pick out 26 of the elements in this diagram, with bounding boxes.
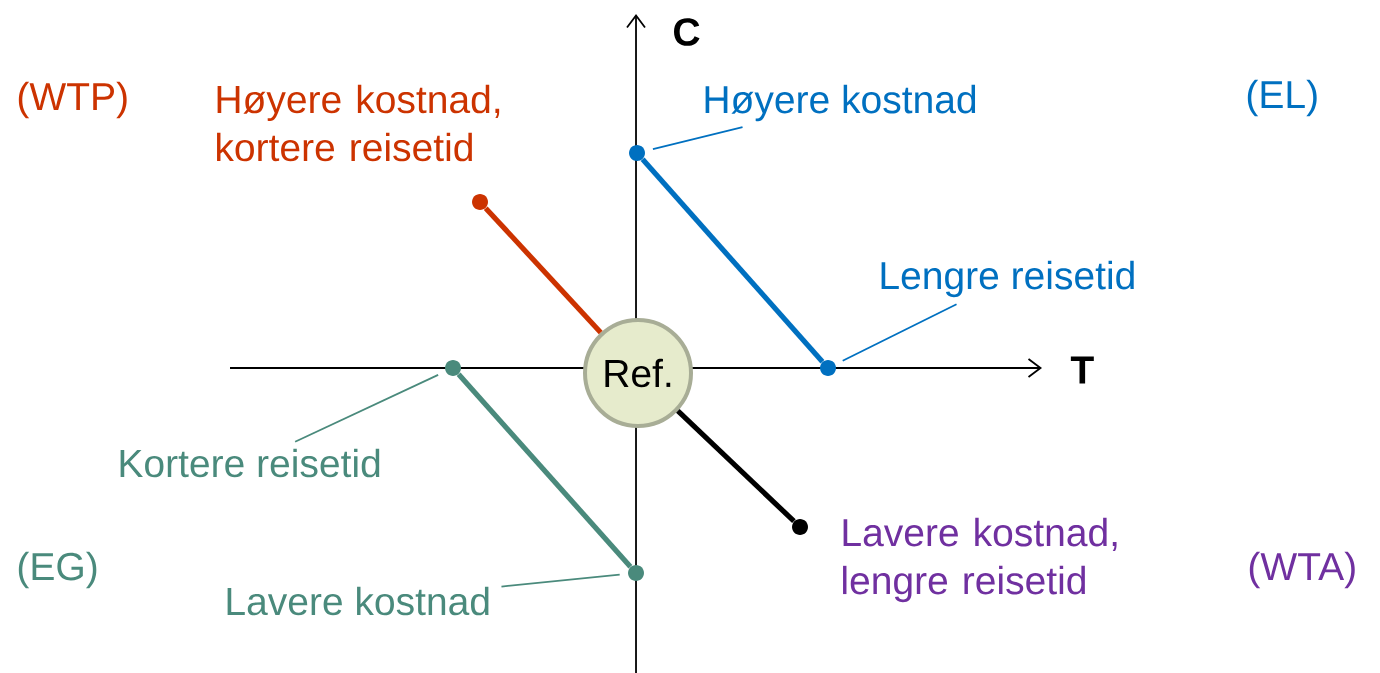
axis-label: C [674,18,700,46]
region-label: Lavere kostnad, lengre reisetid [843,517,1117,603]
quadrant-label: (EG) [18,551,97,589]
leader-line [652,126,744,150]
region-label: Høyere kostnad, kortere reisetid [217,84,500,162]
point-label: Lengre reisetid [881,260,1134,298]
line [483,206,603,335]
point-dot [472,194,488,210]
quadrant-label: (EL) [1247,79,1317,117]
quadrant-label: (WTP) [18,81,127,119]
leader-line [841,303,958,362]
point-dot [445,360,461,376]
line [676,409,796,524]
line [456,372,633,569]
point-dot [629,145,645,161]
point-dot [820,360,836,376]
leader-line [294,374,440,443]
quadrant-label: (WTA) [1249,551,1355,589]
point-label: Kortere reisetid [120,448,380,478]
point-dot [628,565,644,581]
leader-line [500,573,621,588]
point-label: Lavere kostnad [227,586,489,616]
axis-label: T [1070,356,1094,384]
point-label: Høyere kostnad [705,84,976,122]
line [640,157,825,364]
point-dot [792,519,808,535]
